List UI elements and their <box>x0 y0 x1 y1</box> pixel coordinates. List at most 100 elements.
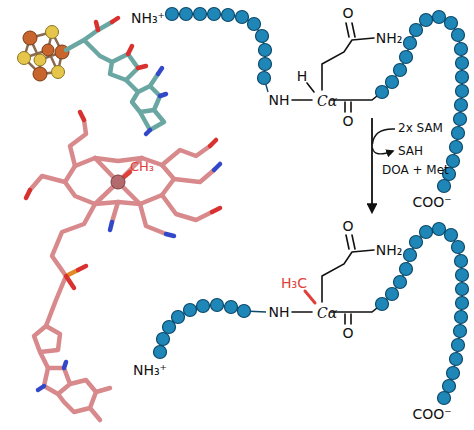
chain-backbone <box>172 14 268 92</box>
amide-arms <box>30 120 214 234</box>
atom-label: NH₂ <box>376 31 403 45</box>
alpha-carbon-label: Cα <box>317 306 337 320</box>
carboxyl-terminus: COO⁻ <box>412 195 451 209</box>
atom-label: NH₂ <box>376 243 403 257</box>
residue-bead <box>456 85 469 98</box>
sulfur-atom <box>34 54 46 66</box>
residue-beads <box>166 8 272 85</box>
sulfur-atom <box>18 52 31 65</box>
residue-bead <box>455 311 468 324</box>
residue-bead <box>376 86 389 99</box>
residue-bead <box>157 333 170 346</box>
residue-bead <box>433 223 446 236</box>
nitrogen-tip <box>64 362 66 368</box>
residue-bead <box>456 269 469 282</box>
residue-bead <box>166 8 179 21</box>
residue-bead <box>452 127 465 140</box>
residue-bead <box>225 301 238 314</box>
oxygen-tip <box>96 22 98 30</box>
sulfur-atom <box>52 66 65 79</box>
oxygen-tip <box>112 18 118 22</box>
residue-bead <box>450 141 463 154</box>
atom-label: NH <box>269 93 290 107</box>
corrin-ring <box>65 158 174 204</box>
residue-bead <box>452 29 465 42</box>
residue-bead <box>376 298 389 311</box>
residue-bead <box>420 14 433 27</box>
residue-bead <box>238 305 251 318</box>
residue-beads <box>376 223 469 405</box>
residue-bead <box>197 300 210 313</box>
residue-bead <box>443 380 456 393</box>
cobalamin-molecule <box>26 112 220 420</box>
nitrogen-tip <box>166 234 174 236</box>
atom-label: O <box>342 114 353 128</box>
residue-bead <box>222 9 235 22</box>
residue-bead <box>394 276 407 289</box>
residue-bead <box>452 339 465 352</box>
residue-beads <box>376 11 469 193</box>
residue-bead <box>410 236 423 249</box>
residue-bead <box>400 263 413 276</box>
product-peptide <box>154 223 469 405</box>
sulfur-atom <box>46 26 59 39</box>
residue-bead <box>194 8 207 21</box>
methyl-bond <box>305 291 315 303</box>
residue-bead <box>400 51 413 64</box>
cobalt-atom <box>111 175 125 189</box>
iron-atom <box>33 67 47 81</box>
oxygen-tip <box>26 190 30 198</box>
residue-bead <box>454 325 467 338</box>
residue-bead <box>386 76 399 89</box>
nitrogen-tip <box>158 68 162 74</box>
residue-bead <box>445 17 458 30</box>
main-arrow <box>371 118 373 212</box>
residue-bead <box>259 44 272 57</box>
oxygen-tip <box>138 66 146 68</box>
byproduct-label: SAH <box>398 145 423 157</box>
residue-bead <box>258 72 271 85</box>
byproduct-label: DOA + Met <box>382 164 449 176</box>
residue-bead <box>438 392 451 405</box>
atom-label: O <box>342 6 353 20</box>
residue-bead <box>154 346 167 359</box>
benzimidazole-rings <box>44 368 110 420</box>
residue-bead <box>454 113 467 126</box>
amine-terminus: NH₃⁺ <box>131 11 165 25</box>
nitrogen-tip <box>214 164 220 170</box>
chain-backbone <box>160 305 266 352</box>
alpha-carbon-label: Cα <box>317 94 337 108</box>
atom-label: NH <box>269 305 290 319</box>
residue-bead <box>410 24 423 37</box>
atom-label: O <box>342 219 353 233</box>
oxygen-tip <box>128 46 132 54</box>
reagent-label: 2x SAM <box>398 122 443 134</box>
residue-bead <box>447 367 460 380</box>
methyl-label: CH₃ <box>130 160 154 173</box>
residue-bead <box>180 8 193 21</box>
tail-ribose <box>34 326 60 368</box>
oxygen-tip <box>212 208 220 212</box>
residue-bead <box>456 297 469 310</box>
residue-bead <box>456 71 469 84</box>
substrate-peptide <box>166 8 469 193</box>
residue-bead <box>172 311 185 324</box>
nitrogen-tip <box>160 94 166 96</box>
methyl-label: H₃C <box>281 276 307 290</box>
residue-bead <box>445 229 458 242</box>
residue-bead <box>386 288 399 301</box>
atom-label: H <box>297 69 308 83</box>
residue-bead <box>450 353 463 366</box>
nitrogen-tip <box>110 222 112 230</box>
residue-bead <box>259 58 272 71</box>
residue-bead <box>438 180 451 193</box>
residue-bead <box>208 8 221 21</box>
residue-bead <box>455 255 468 268</box>
residue-bead <box>184 304 197 317</box>
residue-bead <box>404 37 417 50</box>
iron-sulfur-cluster <box>18 26 70 82</box>
oxygen-tip <box>78 266 86 270</box>
atom-label: O <box>342 326 353 340</box>
